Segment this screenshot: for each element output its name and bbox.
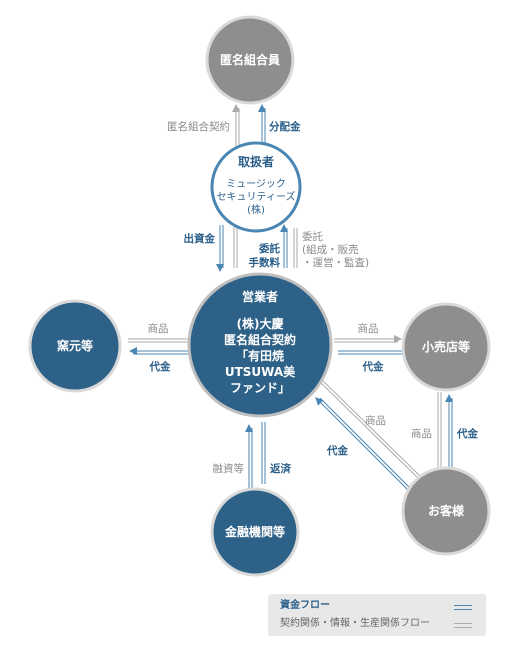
- label-retail-customer-payment: 代金: [456, 427, 478, 440]
- legend-info-flow: 契約関係・情報・生産関係フロー: [280, 618, 430, 629]
- label-investment: 出資金: [184, 232, 216, 245]
- label-repayment: 返済: [270, 462, 291, 475]
- node-handler: 取扱者 ミュージック セキュリティーズ (株): [210, 141, 302, 233]
- label-kiln-goods: 商品: [148, 322, 169, 335]
- node-financial: 金融機関等: [210, 487, 300, 577]
- node-operator-title: 営業者: [242, 289, 278, 304]
- node-anonymous-members: 匿名組合員: [205, 15, 295, 105]
- operator-customer-link: [315, 377, 421, 491]
- node-handler-name-3: (株): [247, 203, 265, 216]
- kiln-operator-link: [128, 338, 188, 355]
- label-distribution: 分配金: [269, 120, 301, 133]
- label-financing: 融資等: [213, 462, 245, 475]
- node-operator: 営業者 (株)大慶 匿名組合契約 「有田焼 UTSUWA美 ファンド」: [187, 272, 333, 418]
- node-retailer-label: 小売店等: [422, 339, 470, 354]
- label-retail-goods: 商品: [358, 322, 379, 335]
- label-retail-customer-goods: 商品: [411, 427, 432, 440]
- label-entrust: 委託: [302, 230, 323, 243]
- node-operator-line-5: ファンド」: [230, 381, 290, 395]
- label-customer-goods: 商品: [365, 414, 386, 427]
- legend: 資金フロー 契約関係・情報・生産関係フロー: [268, 594, 486, 636]
- operator-retailer-link: [334, 335, 402, 355]
- legend-money-flow: 資金フロー: [280, 600, 330, 611]
- label-contract: 匿名組合契約: [167, 120, 230, 133]
- retailer-customer-link: [437, 392, 453, 468]
- node-retailer: 小売店等: [401, 302, 491, 392]
- connectors: [128, 104, 453, 491]
- node-operator-line-3: 「有田焼: [236, 348, 284, 363]
- operator-financial-link: [245, 422, 266, 488]
- node-operator-line-1: (株)大慶: [237, 316, 284, 331]
- node-kiln: 窯元等: [28, 299, 122, 393]
- node-customer-label: お客様: [428, 503, 465, 518]
- flow-labels: 匿名組合契約 分配金 出資金 委託 手数料 委託 (組成・販売 ・運営・監査) …: [148, 120, 479, 475]
- label-commission-2: 手数料: [249, 256, 281, 269]
- node-handler-name-1: ミュージック: [226, 178, 286, 190]
- node-customer: お客様: [401, 466, 491, 556]
- label-kiln-payment: 代金: [149, 360, 171, 373]
- legend-info-line: [454, 623, 472, 628]
- node-financial-label: 金融機関等: [224, 524, 285, 539]
- label-entrust-detail-2: ・運営・監査): [302, 256, 369, 269]
- members-handler-link: [232, 104, 266, 148]
- node-operator-line-4: UTSUWA美: [225, 364, 296, 379]
- node-anonymous-members-label: 匿名組合員: [220, 52, 280, 67]
- node-kiln-label: 窯元等: [57, 338, 93, 353]
- label-commission-1: 委託: [258, 242, 280, 255]
- handler-operator-link: [216, 224, 298, 272]
- node-handler-name-2: セキュリティーズ: [217, 190, 296, 203]
- legend-money-line: [454, 605, 472, 610]
- label-entrust-detail-1: (組成・販売: [302, 243, 359, 256]
- label-customer-payment: 代金: [326, 444, 348, 457]
- label-retail-payment: 代金: [362, 360, 384, 373]
- node-handler-title: 取扱者: [238, 154, 274, 169]
- node-operator-line-2: 匿名組合契約: [224, 332, 296, 347]
